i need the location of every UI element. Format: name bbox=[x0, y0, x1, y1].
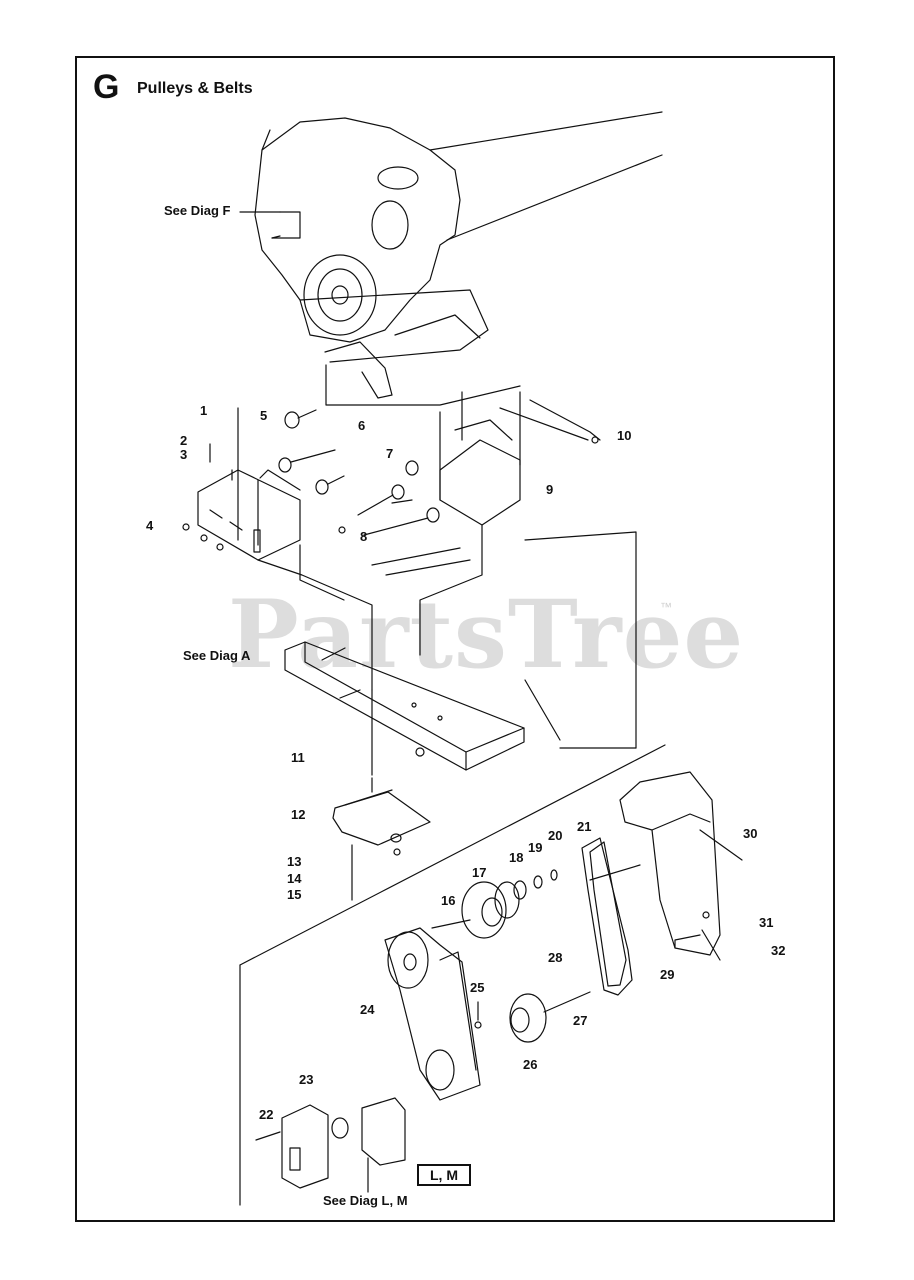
part-number-15: 15 bbox=[287, 887, 302, 902]
part-number-26: 26 bbox=[523, 1057, 538, 1072]
part-number-10: 10 bbox=[617, 428, 632, 443]
mounting-plate-drawing bbox=[384, 927, 482, 1101]
part-number-27: 27 bbox=[573, 1013, 588, 1028]
boxed-lm-label: L, M bbox=[417, 1164, 471, 1186]
lower-bracket-drawing bbox=[255, 1097, 406, 1193]
part-number-30: 30 bbox=[743, 826, 758, 841]
part-number-31: 31 bbox=[759, 915, 774, 930]
part-number-7: 7 bbox=[386, 446, 394, 461]
trademark-symbol: ™ bbox=[660, 600, 672, 614]
part-number-19: 19 bbox=[528, 840, 543, 855]
section-title: Pulleys & Belts bbox=[137, 80, 253, 97]
frame-rail-drawing bbox=[284, 641, 561, 776]
section-letter: G bbox=[93, 68, 120, 106]
part-number-21: 21 bbox=[577, 819, 592, 834]
part-number-9: 9 bbox=[546, 482, 554, 497]
shield-plate-drawing bbox=[332, 777, 431, 901]
belt-guard-drawing bbox=[589, 771, 743, 961]
part-number-17: 17 bbox=[472, 865, 487, 880]
partstree-watermark: PartsTree bbox=[228, 580, 745, 690]
part-number-22: 22 bbox=[259, 1107, 274, 1122]
part-number-29: 29 bbox=[660, 967, 675, 982]
part-number-18: 18 bbox=[509, 850, 524, 865]
part-number-16: 16 bbox=[441, 893, 456, 908]
part-number-13: 13 bbox=[287, 854, 302, 869]
part-number-25: 25 bbox=[470, 980, 485, 995]
part-number-3: 3 bbox=[180, 447, 188, 462]
see-diag-a-label: See Diag A bbox=[183, 648, 251, 663]
part-number-14: 14 bbox=[287, 871, 302, 886]
part-number-1: 1 bbox=[200, 403, 208, 418]
lower-pulley-drawing bbox=[509, 991, 591, 1043]
part-number-23: 23 bbox=[299, 1072, 314, 1087]
part-number-6: 6 bbox=[358, 418, 366, 433]
part-number-28: 28 bbox=[548, 950, 563, 965]
diagram-frame bbox=[75, 56, 835, 1222]
hardware-drawing bbox=[182, 409, 599, 551]
part-number-2: 2 bbox=[180, 433, 188, 448]
part-number-20: 20 bbox=[548, 828, 563, 843]
part-number-8: 8 bbox=[360, 529, 368, 544]
see-diag-f-label: See Diag F bbox=[164, 203, 231, 218]
engine-drawing bbox=[254, 111, 663, 399]
part-number-4: 4 bbox=[146, 518, 154, 533]
left-bracket-drawing bbox=[197, 407, 301, 561]
part-number-24: 24 bbox=[360, 1002, 375, 1017]
right-bracket-drawing bbox=[439, 391, 601, 526]
upper-pulley-drawing bbox=[431, 869, 558, 939]
see-diag-lm-label: See Diag L, M bbox=[323, 1193, 408, 1208]
drive-belt-drawing bbox=[581, 837, 633, 996]
part-number-11: 11 bbox=[291, 750, 305, 765]
part-number-12: 12 bbox=[291, 807, 306, 822]
part-number-32: 32 bbox=[771, 943, 786, 958]
part-number-5: 5 bbox=[260, 408, 268, 423]
